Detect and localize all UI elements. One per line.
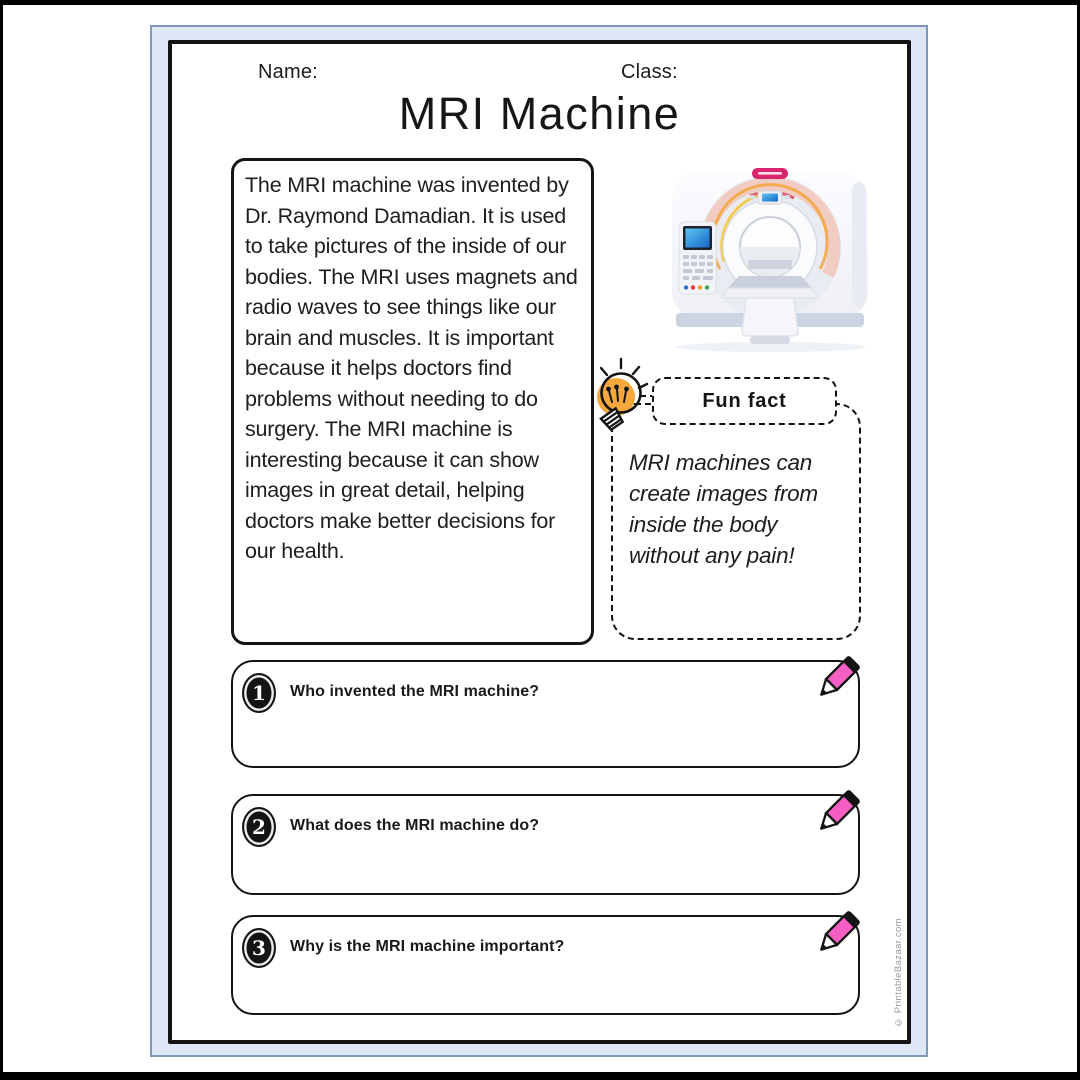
question-box-2[interactable]: 2 What does the MRI machine do? bbox=[231, 790, 860, 895]
worksheet-page: Name: Class: MRI Machine The MRI machine… bbox=[168, 40, 911, 1044]
question-text: Why is the MRI machine important? bbox=[290, 938, 565, 955]
fun-fact-text: MRI machines can create images from insi… bbox=[629, 450, 818, 568]
page-title: MRI Machine bbox=[398, 88, 681, 139]
pencil-icon bbox=[820, 656, 860, 696]
pencil-icon bbox=[820, 911, 860, 951]
funfact-connector-dashes bbox=[640, 395, 656, 397]
fun-fact-label-box: Fun fact bbox=[652, 377, 837, 425]
fun-fact-box: MRI machines can create images from insi… bbox=[611, 403, 861, 640]
lightbulb-icon bbox=[588, 356, 654, 436]
question-text: Who invented the MRI machine? bbox=[290, 683, 540, 700]
mri-machine-image bbox=[654, 164, 889, 356]
question-number-badge: 3 bbox=[242, 928, 276, 968]
name-field-label: Name: bbox=[258, 61, 318, 83]
class-field-label: Class: bbox=[621, 61, 678, 83]
question-box-1[interactable]: 1 Who invented the MRI machine? bbox=[231, 656, 860, 768]
mri-scanner-illustration bbox=[672, 168, 868, 352]
question-text: What does the MRI machine do? bbox=[290, 817, 540, 834]
pencil-icon bbox=[820, 790, 860, 830]
reading-passage-box: The MRI machine was invented by Dr. Raym… bbox=[231, 158, 594, 645]
watermark-credit: © PrintableBazaar.com bbox=[893, 918, 904, 1028]
question-box-3[interactable]: 3 Why is the MRI machine important? bbox=[231, 911, 860, 1015]
question-number-badge: 2 bbox=[242, 807, 276, 847]
fun-fact-label: Fun fact bbox=[702, 389, 787, 412]
question-number-badge: 1 bbox=[242, 673, 276, 713]
reading-passage-text: The MRI machine was invented by Dr. Raym… bbox=[245, 173, 578, 563]
